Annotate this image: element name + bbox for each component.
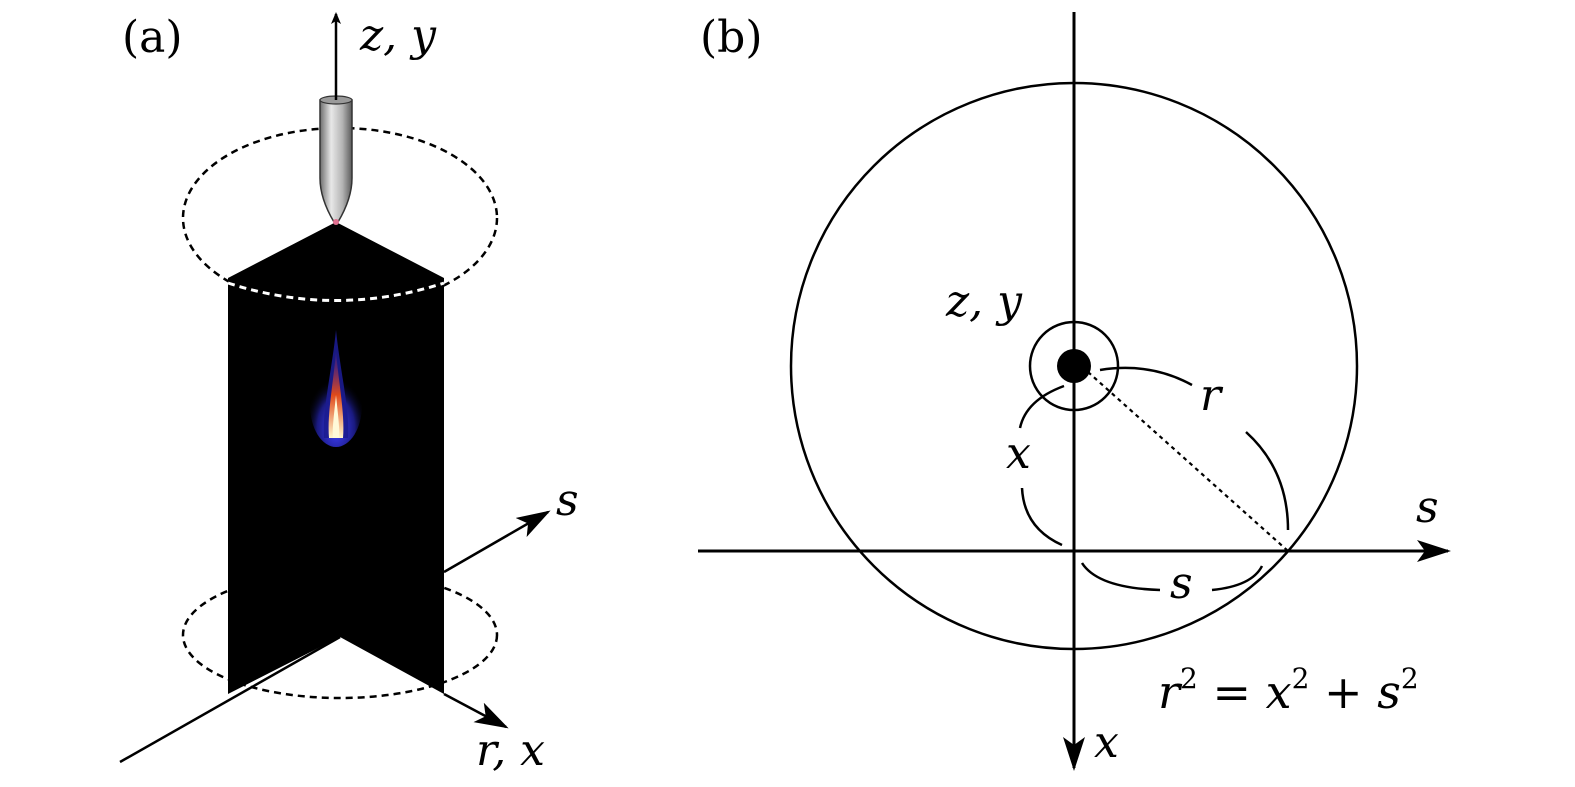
eq-s-exp: 2 bbox=[1401, 662, 1419, 695]
panel-b: (b) x s z, y r x s r2 = x2 + s2 bbox=[698, 12, 1451, 771]
rx-axis-label: r, x bbox=[476, 725, 545, 776]
eq-s: s bbox=[1377, 665, 1401, 719]
s-dimension-arc-2 bbox=[1211, 565, 1264, 592]
x-axis-label: x bbox=[1094, 717, 1119, 768]
black-sheet bbox=[228, 222, 444, 694]
s-axis bbox=[443, 510, 551, 574]
panel-b-label: (b) bbox=[700, 12, 763, 63]
x-dimension-arc-1 bbox=[1018, 384, 1065, 429]
s-dimension-arc-1 bbox=[1080, 562, 1161, 592]
r-dimension-arc-1 bbox=[1099, 366, 1193, 387]
panel-a-label: (a) bbox=[122, 12, 183, 63]
rx-axis-line-back bbox=[119, 635, 341, 764]
eq-x-exp: 2 bbox=[1292, 662, 1310, 695]
zy-axis-label: z, y bbox=[359, 10, 437, 61]
torch-nozzle bbox=[319, 95, 353, 225]
eq-r-exp: 2 bbox=[1180, 662, 1198, 695]
inner-circle bbox=[1028, 320, 1120, 412]
center-label: z, y bbox=[945, 276, 1023, 327]
radius-line bbox=[1087, 371, 1289, 552]
eq-plus: + bbox=[1309, 665, 1377, 719]
s-axis-b-label: s bbox=[1416, 482, 1439, 533]
x-dimension-arc-2 bbox=[1020, 487, 1063, 547]
x-dimension-label: x bbox=[1006, 428, 1031, 479]
center-dot bbox=[1057, 349, 1091, 383]
s-dimension-label: s bbox=[1170, 558, 1193, 609]
s-axis-label: s bbox=[556, 475, 579, 526]
r-dimension-arc-2 bbox=[1245, 431, 1290, 531]
eq-x: x bbox=[1266, 665, 1292, 719]
equation: r2 = x2 + s2 bbox=[1158, 662, 1419, 719]
top-ellipse-front bbox=[227, 281, 445, 302]
eq-r: r bbox=[1158, 665, 1183, 719]
rx-axis bbox=[443, 692, 509, 729]
flame bbox=[310, 330, 362, 447]
r-dimension-label: r bbox=[1200, 370, 1224, 421]
eq-equals: = bbox=[1198, 665, 1266, 719]
panel-a: (a) z, y s r, x bbox=[119, 10, 579, 776]
